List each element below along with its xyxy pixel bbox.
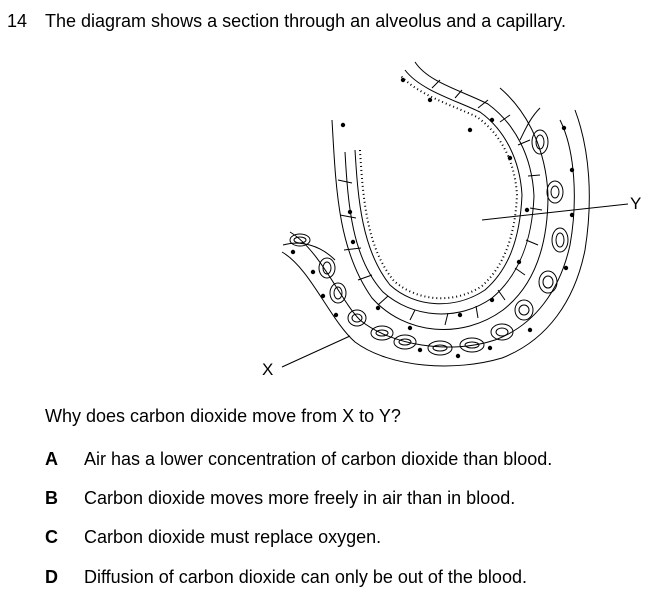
option-d[interactable]: D Diffusion of carbon dioxide can only b… bbox=[45, 567, 527, 588]
option-c-text: Carbon dioxide must replace oxygen. bbox=[84, 527, 382, 547]
option-b[interactable]: B Carbon dioxide moves more freely in ai… bbox=[45, 488, 515, 509]
option-c-letter: C bbox=[45, 527, 58, 547]
label-y: Y bbox=[630, 194, 641, 213]
option-b-text: Carbon dioxide moves more freely in air … bbox=[84, 488, 516, 508]
option-a-letter: A bbox=[45, 449, 58, 469]
question-number: 14 bbox=[7, 11, 28, 31]
option-d-letter: D bbox=[45, 567, 58, 587]
option-d-text: Diffusion of carbon dioxide can only be … bbox=[84, 567, 527, 587]
option-b-letter: B bbox=[45, 488, 58, 508]
label-x: X bbox=[262, 360, 273, 379]
option-a-text: Air has a lower concentration of carbon … bbox=[84, 449, 553, 469]
option-c[interactable]: C Carbon dioxide must replace oxygen. bbox=[45, 527, 381, 548]
question-stem: The diagram shows a section through an a… bbox=[45, 11, 566, 31]
question-prompt: Why does carbon dioxide move from X to Y… bbox=[45, 406, 401, 426]
label-x-leader bbox=[281, 335, 351, 368]
option-a[interactable]: A Air has a lower concentration of carbo… bbox=[45, 449, 552, 470]
label-y-leader bbox=[481, 203, 629, 221]
